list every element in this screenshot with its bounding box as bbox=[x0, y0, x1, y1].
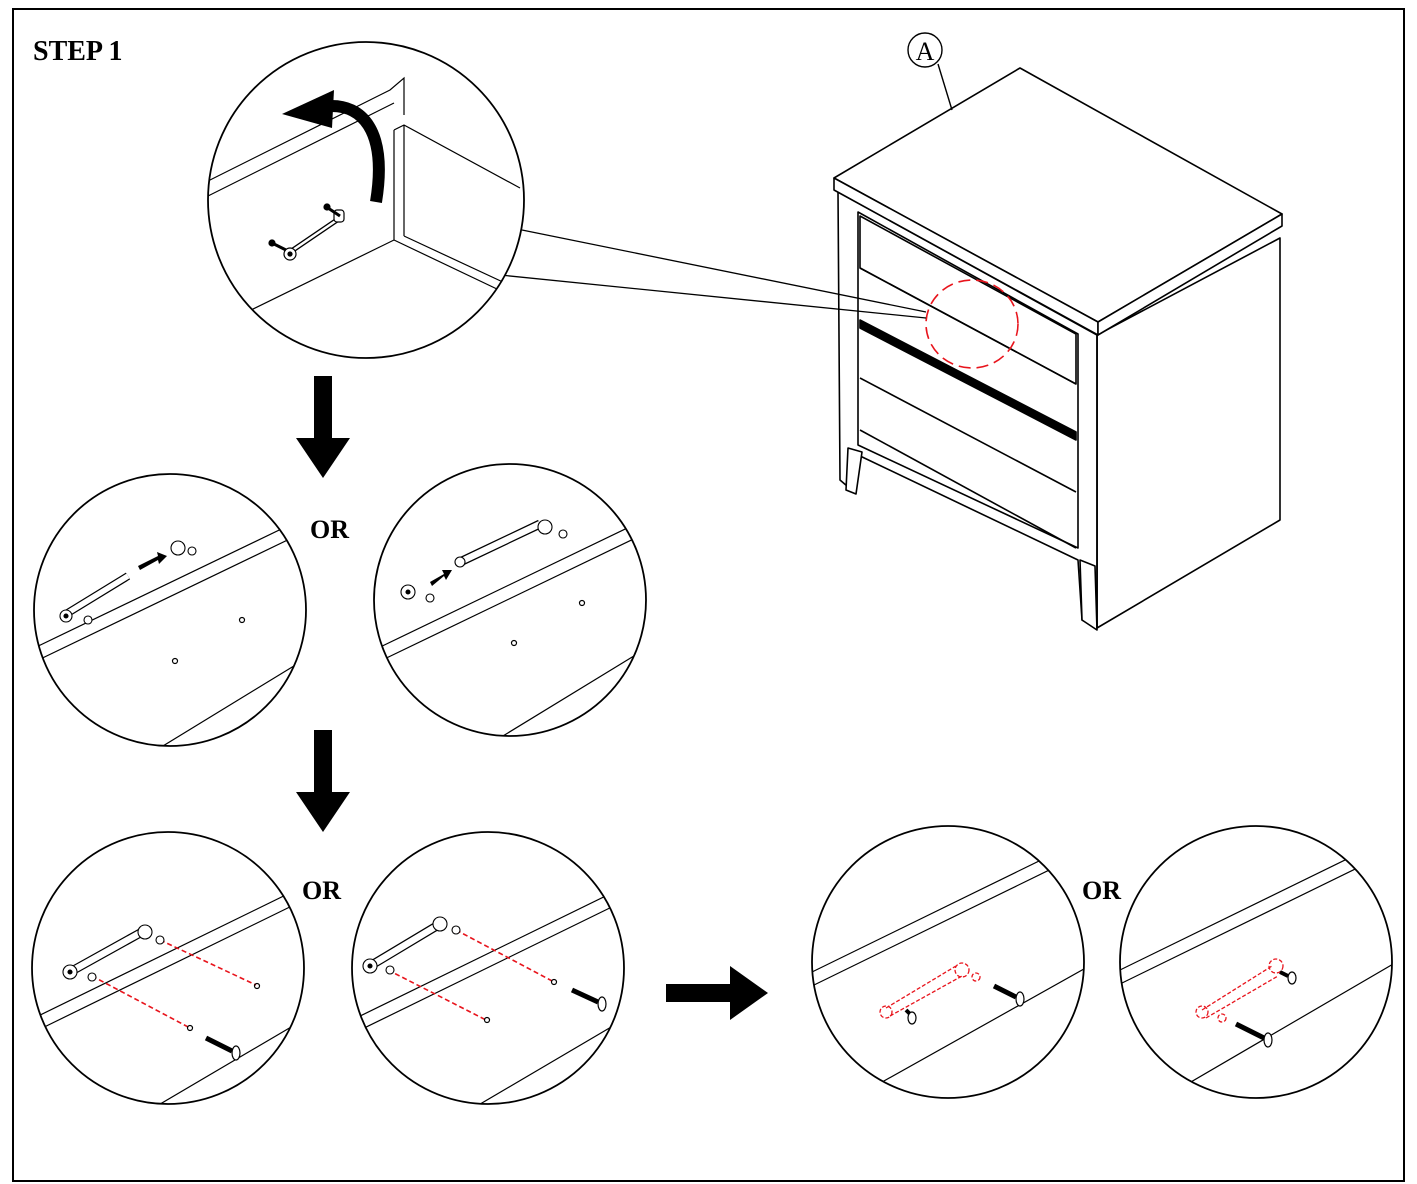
or-label-row3-right: OR bbox=[1082, 876, 1121, 905]
detail-circle-inside-drawer bbox=[207, 41, 525, 359]
dresser-drawing bbox=[833, 67, 1283, 631]
drawer-handle-icon bbox=[268, 203, 345, 261]
detail-circle-screw-option-b bbox=[351, 831, 625, 1105]
screw-icon bbox=[904, 983, 1025, 1025]
detail-circle-result-option-b bbox=[1119, 825, 1393, 1099]
step-title: STEP 1 bbox=[33, 36, 123, 67]
part-callout-circle bbox=[907, 32, 943, 68]
down-arrow-icon bbox=[296, 730, 350, 832]
instruction-frame bbox=[12, 8, 1405, 1182]
detail-circle-result-option-a bbox=[811, 825, 1085, 1099]
leader-line-upper bbox=[521, 229, 927, 313]
or-label-row2: OR bbox=[310, 515, 349, 544]
part-callout-letter: A bbox=[916, 37, 935, 66]
detail-circle-screw-option-a bbox=[31, 831, 305, 1105]
screw-icon bbox=[204, 1035, 241, 1061]
curved-arrow-icon bbox=[282, 90, 385, 203]
detail-highlight-circle bbox=[925, 279, 1019, 369]
or-label-row3-left: OR bbox=[302, 876, 341, 905]
leader-line-lower bbox=[499, 274, 927, 319]
down-arrow-icon bbox=[296, 376, 350, 478]
screw-icon bbox=[570, 987, 607, 1012]
detail-circle-handle-option-b bbox=[373, 463, 647, 737]
screw-icon bbox=[1234, 970, 1297, 1048]
right-arrow-icon bbox=[666, 966, 768, 1020]
detail-circle-handle-option-a bbox=[33, 473, 307, 747]
